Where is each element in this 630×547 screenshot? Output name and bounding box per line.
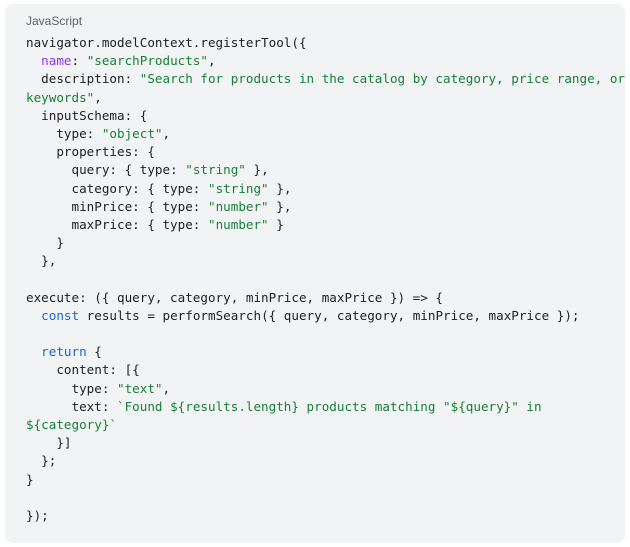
code-token: maxPrice: { type: <box>26 216 208 232</box>
keyword-token: return <box>41 344 87 360</box>
code-line <box>26 489 625 507</box>
string-token: "Search for products in the catalog by c… <box>139 71 625 87</box>
code-line: inputSchema: { <box>26 107 625 125</box>
code-line: maxPrice: { type: "number" } <box>26 216 625 234</box>
code-token: , <box>162 380 171 396</box>
string-token: keywords" <box>26 89 95 105</box>
code-token: , <box>208 53 216 69</box>
code-line: }, <box>26 252 625 270</box>
code-line: ${category}` <box>26 416 625 434</box>
code-line: type: "object", <box>26 125 625 143</box>
code-snippet-card: JavaScript navigator.modelContext.regist… <box>5 4 625 543</box>
code-token: properties: { <box>26 144 155 160</box>
code-token: navigator.modelContext.registerTool({ <box>26 35 307 50</box>
code-line: } <box>26 234 625 252</box>
code-token: text: <box>26 398 117 414</box>
code-token: }] <box>26 435 72 451</box>
code-token: type: <box>26 380 117 396</box>
code-token: category: { type: <box>26 180 208 196</box>
code-token: }; <box>26 453 57 469</box>
code-token: : <box>71 53 87 69</box>
code-token: description: <box>26 71 140 87</box>
code-line: return { <box>26 343 625 361</box>
string-token: "number" <box>207 198 269 214</box>
code-line: content: [{ <box>26 361 625 379</box>
code-line: const results = performSearch({ query, c… <box>26 307 625 325</box>
code-line: query: { type: "string" }, <box>26 161 625 179</box>
code-token: results = performSearch({ query, categor… <box>79 307 580 323</box>
code-line: }] <box>26 434 625 452</box>
code-token: }, <box>268 180 292 196</box>
string-token: `Found ${results.length} products matchi… <box>117 398 542 414</box>
string-token: "object" <box>101 125 163 141</box>
code-line <box>26 270 625 288</box>
code-line: description: "Search for products in the… <box>26 70 625 88</box>
string-token: "number" <box>207 216 269 232</box>
code-line: navigator.modelContext.registerTool({ <box>26 34 625 52</box>
code-line: name: "searchProducts", <box>26 52 625 70</box>
string-token: "string" <box>207 180 269 196</box>
code-line: }); <box>26 507 625 525</box>
code-line: text: `Found ${results.length} products … <box>26 398 625 416</box>
code-token <box>26 308 41 323</box>
property-token: name <box>41 53 72 69</box>
string-token: ${category}` <box>26 416 117 432</box>
code-token: }, <box>245 162 269 178</box>
keyword-token: const <box>41 307 80 323</box>
code-token: }, <box>26 253 57 269</box>
language-label: JavaScript <box>26 14 83 28</box>
code-line: }; <box>26 452 625 470</box>
code-block[interactable]: navigator.modelContext.registerTool({ na… <box>26 34 625 525</box>
code-token: } <box>26 471 34 487</box>
code-line: execute: ({ query, category, minPrice, m… <box>26 289 625 307</box>
code-line: } <box>26 471 625 489</box>
code-line: minPrice: { type: "number" }, <box>26 198 625 216</box>
string-token: "searchProducts" <box>86 53 209 69</box>
code-token: inputSchema: { <box>26 107 148 123</box>
code-token <box>26 344 41 359</box>
code-token: minPrice: { type: <box>26 198 208 214</box>
code-token: , <box>162 125 171 141</box>
string-token: "string" <box>185 162 246 178</box>
string-token: "text" <box>117 380 163 396</box>
code-token: } <box>268 216 284 232</box>
code-token: }, <box>268 198 292 214</box>
code-token: query: { type: <box>26 162 186 178</box>
code-line: properties: { <box>26 143 625 161</box>
code-token: } <box>26 235 64 251</box>
code-line <box>26 325 625 343</box>
code-line: category: { type: "string" }, <box>26 180 625 198</box>
code-token: }); <box>26 507 49 523</box>
code-token: type: <box>26 125 102 141</box>
code-token: , <box>94 89 102 105</box>
code-token: { <box>86 344 102 360</box>
code-line: type: "text", <box>26 380 625 398</box>
code-token: execute: ({ query, category, minPrice, m… <box>26 289 444 305</box>
code-token: content: [{ <box>26 362 140 378</box>
code-token <box>26 53 41 68</box>
code-line: keywords", <box>26 89 625 107</box>
